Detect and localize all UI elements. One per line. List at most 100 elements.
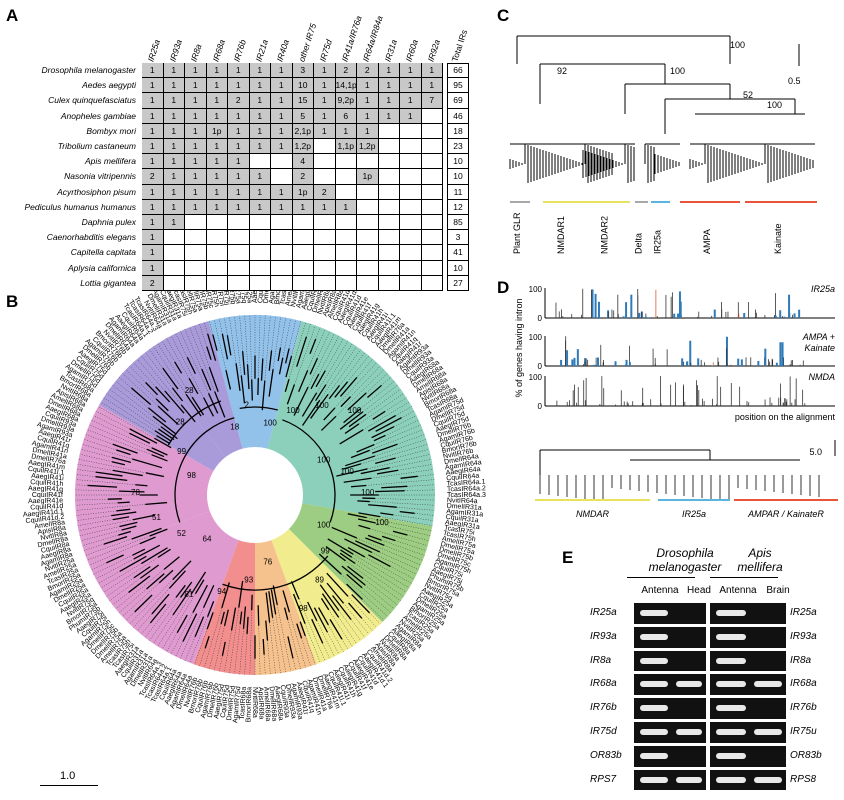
clade-sector xyxy=(144,321,243,458)
species-left-underline xyxy=(627,577,695,578)
leaf-label: ApisIR8a xyxy=(37,525,66,537)
tree-branch xyxy=(116,508,131,512)
table-cell xyxy=(357,154,379,170)
track-label: AMPA + xyxy=(802,332,835,342)
tree-branch xyxy=(141,547,168,565)
tree-branch xyxy=(242,606,247,629)
total-cell: 10 xyxy=(447,169,469,185)
table-cell: 1 xyxy=(185,184,207,200)
gel-right xyxy=(710,745,786,767)
leaf-branch xyxy=(369,501,435,506)
bootstrap-label: 99 xyxy=(177,447,186,456)
tree-branch xyxy=(376,469,399,475)
tree-branch xyxy=(367,415,396,432)
leaf-branch xyxy=(271,316,276,351)
table-cell: 1 xyxy=(206,154,228,170)
leaf-label: DmelIR31a xyxy=(446,503,481,512)
table-cell: 1 xyxy=(163,139,185,155)
band xyxy=(754,776,782,783)
bootstrap-label: 100 xyxy=(730,40,745,50)
band xyxy=(640,729,668,735)
table-cell: 1 xyxy=(271,139,293,155)
tree-branch xyxy=(380,512,394,516)
table-cell xyxy=(335,260,357,276)
tree-branch xyxy=(339,429,364,445)
tick-label: 100 xyxy=(529,333,543,342)
tree-branch xyxy=(157,405,179,425)
leaf-label: CquiIR93a xyxy=(279,685,291,719)
leaf-branch xyxy=(369,429,423,451)
table-cell xyxy=(292,215,314,231)
band xyxy=(716,657,746,664)
tree-branch xyxy=(343,408,361,424)
leaf-branch xyxy=(347,596,377,628)
table-cell: 1 xyxy=(335,199,357,215)
panel-c-label: C xyxy=(497,6,510,25)
table-cell xyxy=(400,123,422,139)
total-cell: 95 xyxy=(447,78,469,94)
table-cell xyxy=(163,260,185,276)
band xyxy=(716,705,746,712)
tree-branch xyxy=(241,351,246,375)
band xyxy=(716,633,746,640)
leaf-branch xyxy=(335,369,385,417)
tree-branch xyxy=(257,605,260,626)
panel-d-label: D xyxy=(497,278,510,297)
leaf-branch xyxy=(133,362,156,387)
tree-branch xyxy=(381,485,408,489)
gel-left xyxy=(634,674,706,696)
tree-branch xyxy=(340,549,353,558)
leaf-branch xyxy=(204,322,208,334)
table-cell xyxy=(400,169,422,185)
bootstrap-label: 100 xyxy=(317,456,331,465)
bootstrap-label: 100 xyxy=(315,401,329,410)
leaf-branch xyxy=(224,317,228,336)
table-cell xyxy=(206,230,228,246)
total-cell: 85 xyxy=(447,215,469,231)
tree-branch xyxy=(180,581,193,598)
leaf-label: AaegIR41d.1 xyxy=(23,508,64,518)
table-cell: 1 xyxy=(357,78,379,94)
group-label: IR25a xyxy=(682,509,706,519)
tree-branch xyxy=(162,367,179,390)
leaf-branch xyxy=(170,612,194,655)
tree-branch xyxy=(146,448,165,458)
leaf-label: CquiIR41l.1 xyxy=(27,466,64,477)
leaf-label: AaegIR75j xyxy=(219,290,231,306)
table-cell xyxy=(314,139,336,155)
leaf-branch xyxy=(244,633,248,675)
leaf-label: DmelIR25a xyxy=(263,290,272,304)
table-cell xyxy=(378,123,400,139)
table-cell xyxy=(314,275,336,291)
table-cell xyxy=(400,230,422,246)
tree-branch xyxy=(328,385,340,400)
tree-branch xyxy=(206,612,214,630)
leaf-branch xyxy=(384,545,423,561)
tree-branch xyxy=(111,456,131,463)
leaf-branch xyxy=(328,624,344,652)
leaf-label: AaegIR64a xyxy=(445,466,481,477)
leaf-branch xyxy=(315,327,321,340)
tree-branch xyxy=(262,638,265,655)
leaf-branch xyxy=(280,317,286,348)
tree-branch xyxy=(339,377,358,397)
table-cell: 1 xyxy=(142,93,164,109)
leaf-branch xyxy=(122,582,160,617)
tree-branch xyxy=(399,510,415,514)
leaf-label: TcasIR68a xyxy=(239,686,248,720)
bootstrap-label: 98 xyxy=(187,471,196,480)
tree-branch xyxy=(132,458,163,469)
table-cell xyxy=(249,275,271,291)
table-cell xyxy=(378,230,400,246)
table-cell: 1 xyxy=(378,78,400,94)
tree-branch xyxy=(334,381,349,398)
leaf-branch xyxy=(384,397,407,412)
table-cell xyxy=(314,169,336,185)
leaf-branch xyxy=(170,335,204,398)
leaf-branch xyxy=(319,346,357,401)
tick-label: 0 xyxy=(538,402,543,411)
tree-branch xyxy=(277,347,282,362)
leaf-branch xyxy=(75,504,146,511)
table-cell xyxy=(421,169,443,185)
